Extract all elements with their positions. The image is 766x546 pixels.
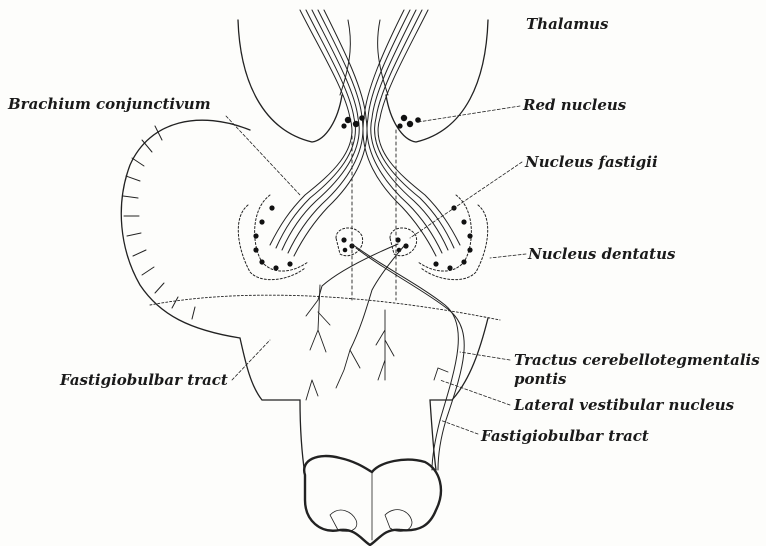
cerebellar-folia xyxy=(123,126,195,319)
brachium-conjunctivum-fibers xyxy=(270,10,460,256)
label-fastigiobulbar-tract-right: Fastigiobulbar tract xyxy=(481,428,649,444)
label-brachium-conjunctivum: Brachium conjunctivum xyxy=(8,96,211,112)
thalamus-right-outline xyxy=(386,20,488,142)
nucleus-fastigii-left xyxy=(336,228,363,256)
red-nucleus-cells xyxy=(341,115,420,129)
pons-outline xyxy=(240,338,305,475)
label-red-nucleus: Red nucleus xyxy=(523,97,626,113)
label-fastigiobulbar-tract-left: Fastigiobulbar tract xyxy=(60,372,228,388)
fastigial-fibers xyxy=(318,244,464,470)
label-tractus-cerebellotegmentalis: Tractus cerebellotegmentalis xyxy=(514,352,760,368)
nucleus-fastigii-right xyxy=(390,228,417,256)
label-nucleus-fastigii: Nucleus fastigii xyxy=(525,154,658,170)
descending-branches xyxy=(306,285,448,400)
medulla-section xyxy=(304,456,441,545)
label-lateral-vestibular-nucleus: Lateral vestibular nucleus xyxy=(514,397,734,413)
label-tractus-pontis: pontis xyxy=(514,371,566,387)
cerebellar-hemisphere-outline xyxy=(121,120,250,338)
label-thalamus: Thalamus xyxy=(526,16,608,32)
label-nucleus-dentatus: Nucleus dentatus xyxy=(528,246,675,262)
leader-lines xyxy=(226,106,526,434)
